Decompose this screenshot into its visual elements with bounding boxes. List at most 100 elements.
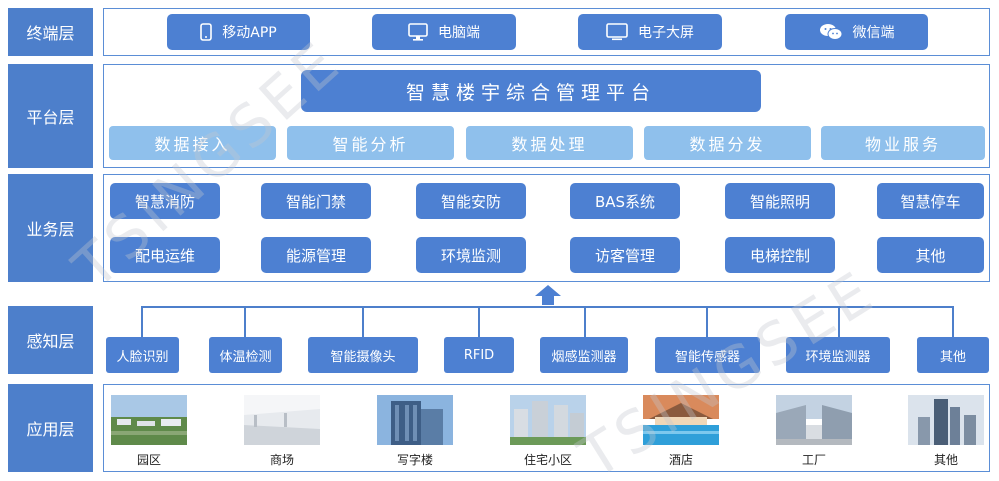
business-power-maintenance-label: 配电运维 <box>134 246 195 265</box>
perception-bus-line <box>141 306 954 308</box>
layer-label-perception-text: 感知层 <box>26 332 75 351</box>
application-factory[interactable]: 工厂 <box>776 395 852 468</box>
city-image <box>908 395 984 445</box>
business-bas-system-label: BAS系统 <box>594 192 656 211</box>
business-visitor-management[interactable]: 访客管理 <box>570 237 680 273</box>
application-mall[interactable]: 商场 <box>244 395 320 468</box>
perception-smart-camera-label: 智能摄像头 <box>330 349 396 365</box>
business-access-control-label: 智能门禁 <box>285 192 346 211</box>
layer-label-terminal-text: 终端层 <box>26 24 75 43</box>
application-park[interactable]: 园区 <box>111 395 187 468</box>
business-power-maintenance[interactable]: 配电运维 <box>110 237 220 273</box>
application-other-label: 其他 <box>933 453 958 467</box>
mall-image <box>244 395 320 445</box>
business-smart-parking[interactable]: 智慧停车 <box>877 183 984 219</box>
application-hotel-label: 酒店 <box>668 453 693 467</box>
terminal-big-screen-label: 电子大屏 <box>638 25 694 41</box>
application-residential-label: 住宅小区 <box>523 453 572 467</box>
business-bas-system[interactable]: BAS系统 <box>570 183 680 219</box>
business-elevator-control-label: 电梯控制 <box>749 246 810 265</box>
business-security[interactable]: 智能安防 <box>416 183 526 219</box>
perception-temperature-detection[interactable]: 体温检测 <box>209 337 282 373</box>
terminal-pc-label: 电脑端 <box>438 25 480 41</box>
business-elevator-control[interactable]: 电梯控制 <box>725 237 835 273</box>
business-security-label: 智能安防 <box>440 192 501 211</box>
business-energy-management[interactable]: 能源管理 <box>261 237 371 273</box>
business-environment-monitoring-label: 环境监测 <box>440 246 501 265</box>
application-park-label: 园区 <box>136 453 161 467</box>
layer-label-application: 应用层 <box>8 384 93 472</box>
platform-item-property-service-label: 物业服务 <box>864 135 941 154</box>
business-other[interactable]: 其他 <box>877 237 984 273</box>
business-smart-fire-label: 智慧消防 <box>134 192 195 211</box>
terminal-wechat-label: 微信端 <box>852 25 895 41</box>
perception-rfid-label: RFID <box>463 347 495 363</box>
perception-smoke-detector-label: 烟感监测器 <box>551 349 617 365</box>
perception-temperature-detection-label: 体温检测 <box>219 349 272 365</box>
application-residential[interactable]: 住宅小区 <box>510 395 586 468</box>
terminal-pc-button[interactable]: 电脑端 <box>372 14 516 50</box>
business-smart-lighting[interactable]: 智能照明 <box>725 183 835 219</box>
connector-line <box>244 306 246 337</box>
layer-label-business-text: 业务层 <box>26 220 75 239</box>
perception-face-recognition[interactable]: 人脸识别 <box>106 337 179 373</box>
platform-item-data-processing[interactable]: 数据处理 <box>466 126 633 160</box>
perception-other-label: 其他 <box>939 349 966 365</box>
terminal-mobile-app-button[interactable]: 移动APP <box>167 14 310 50</box>
connector-line <box>706 306 708 337</box>
perception-rfid[interactable]: RFID <box>444 337 514 373</box>
connector-line <box>952 306 954 337</box>
business-environment-monitoring[interactable]: 环境监测 <box>416 237 526 273</box>
perception-face-recognition-label: 人脸识别 <box>116 349 169 365</box>
residential-image <box>510 395 586 445</box>
connector-line <box>362 306 364 337</box>
mobile-phone-icon <box>200 23 213 41</box>
application-factory-label: 工厂 <box>801 453 826 467</box>
platform-title: 智慧楼宇综合管理平台 <box>301 70 761 112</box>
business-smart-fire[interactable]: 智慧消防 <box>110 183 220 219</box>
business-energy-management-label: 能源管理 <box>285 246 346 265</box>
application-mall-label: 商场 <box>269 453 294 467</box>
connector-line <box>838 306 840 337</box>
platform-item-smart-analysis-label: 智能分析 <box>332 135 409 154</box>
layer-label-platform: 平台层 <box>8 64 93 168</box>
application-other[interactable]: 其他 <box>908 395 984 468</box>
platform-item-data-processing-label: 数据处理 <box>511 135 588 154</box>
platform-title-text: 智慧楼宇综合管理平台 <box>405 81 656 104</box>
perception-other[interactable]: 其他 <box>917 337 989 373</box>
platform-item-smart-analysis[interactable]: 智能分析 <box>287 126 454 160</box>
business-smart-lighting-label: 智能照明 <box>749 192 810 211</box>
business-access-control[interactable]: 智能门禁 <box>261 183 371 219</box>
terminal-wechat-button[interactable]: 微信端 <box>785 14 928 50</box>
business-smart-parking-label: 智慧停车 <box>900 192 961 211</box>
platform-item-data-access-label: 数据接入 <box>154 135 231 154</box>
layer-label-terminal: 终端层 <box>8 8 93 56</box>
layer-label-application-text: 应用层 <box>26 420 75 439</box>
park-image <box>111 395 187 445</box>
large-screen-icon <box>606 23 628 41</box>
perception-smart-sensor[interactable]: 智能传感器 <box>655 337 760 373</box>
platform-item-property-service[interactable]: 物业服务 <box>821 126 985 160</box>
application-hotel[interactable]: 酒店 <box>643 395 719 468</box>
application-office-building-label: 写字楼 <box>396 453 433 467</box>
wechat-icon <box>819 23 843 41</box>
business-other-label: 其他 <box>915 246 946 265</box>
platform-item-data-access[interactable]: 数据接入 <box>109 126 276 160</box>
business-frame <box>103 174 990 282</box>
hotel-image <box>643 395 719 445</box>
up-arrow-icon <box>533 284 563 306</box>
perception-environment-monitor-label: 环境监测器 <box>805 349 871 365</box>
platform-item-data-distribution[interactable]: 数据分发 <box>644 126 811 160</box>
perception-environment-monitor[interactable]: 环境监测器 <box>786 337 890 373</box>
perception-smart-sensor-label: 智能传感器 <box>674 349 740 365</box>
terminal-mobile-app-label: 移动APP <box>222 25 277 41</box>
factory-image <box>776 395 852 445</box>
layer-label-platform-text: 平台层 <box>26 108 75 127</box>
connector-line <box>141 306 143 337</box>
perception-smart-camera[interactable]: 智能摄像头 <box>308 337 418 373</box>
application-office-building[interactable]: 写字楼 <box>377 395 453 468</box>
business-visitor-management-label: 访客管理 <box>594 246 655 265</box>
terminal-big-screen-button[interactable]: 电子大屏 <box>578 14 722 50</box>
perception-smoke-detector[interactable]: 烟感监测器 <box>540 337 628 373</box>
connector-line <box>584 306 586 337</box>
